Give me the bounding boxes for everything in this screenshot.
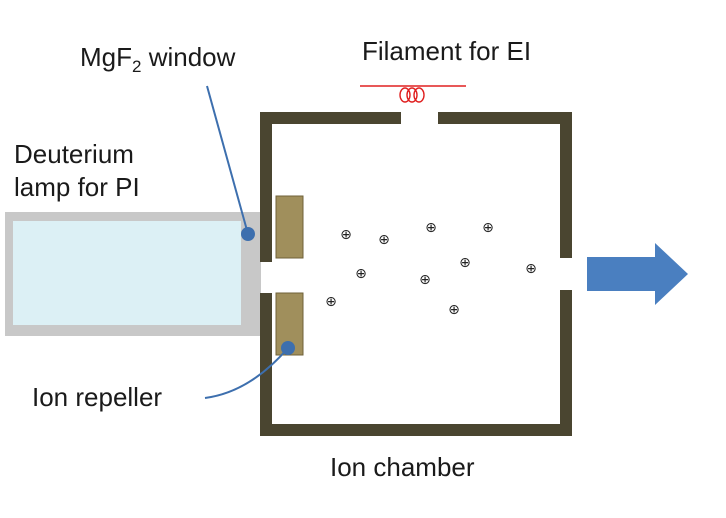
ion: ⊕ — [419, 272, 431, 288]
ion: ⊕ — [325, 294, 337, 310]
lamp-inner-window — [13, 221, 241, 325]
ion-chamber — [260, 112, 572, 436]
chamber-wall-top-left — [260, 112, 401, 262]
ion: ⊕ — [448, 302, 460, 318]
ion: ⊕ — [340, 227, 352, 243]
deuterium-lamp-label-line2: lamp for PI — [14, 172, 140, 202]
coil-icon — [360, 85, 466, 103]
filament-label: Filament for EI — [362, 36, 531, 66]
deuterium-lamp-label-line1: Deuterium — [14, 139, 134, 169]
ion: ⊕ — [482, 220, 494, 236]
ion-repeller-label: Ion repeller — [32, 382, 162, 412]
ion: ⊕ — [378, 232, 390, 248]
ions: ⊕ ⊕ ⊕ ⊕ ⊕ ⊕ ⊕ ⊕ ⊕ ⊕ — [325, 220, 537, 318]
ion: ⊕ — [355, 266, 367, 282]
ion: ⊕ — [525, 261, 537, 277]
deuterium-lamp — [5, 212, 261, 336]
ion: ⊕ — [425, 220, 437, 236]
chamber-wall-top-right — [438, 112, 572, 258]
mgf2-subscript: 2 — [132, 57, 141, 76]
mgf2-window-label: MgF2 window — [80, 42, 236, 76]
ion-chamber-label: Ion chamber — [330, 452, 475, 482]
mgf2-suffix: window — [141, 42, 235, 72]
ion-repeller — [275, 195, 304, 356]
mgf2-window-marker — [241, 227, 255, 241]
chamber-wall-bottom — [260, 290, 572, 436]
leader-lines — [204, 85, 295, 399]
mgf2-window-leader — [206, 85, 249, 235]
ion-repeller-leader — [204, 347, 289, 399]
arrow-right-icon — [587, 243, 688, 305]
ion-repeller-marker — [281, 341, 295, 355]
mgf2-prefix: MgF — [80, 42, 132, 72]
ion: ⊕ — [459, 255, 471, 271]
repeller-plate-upper — [275, 195, 304, 259]
